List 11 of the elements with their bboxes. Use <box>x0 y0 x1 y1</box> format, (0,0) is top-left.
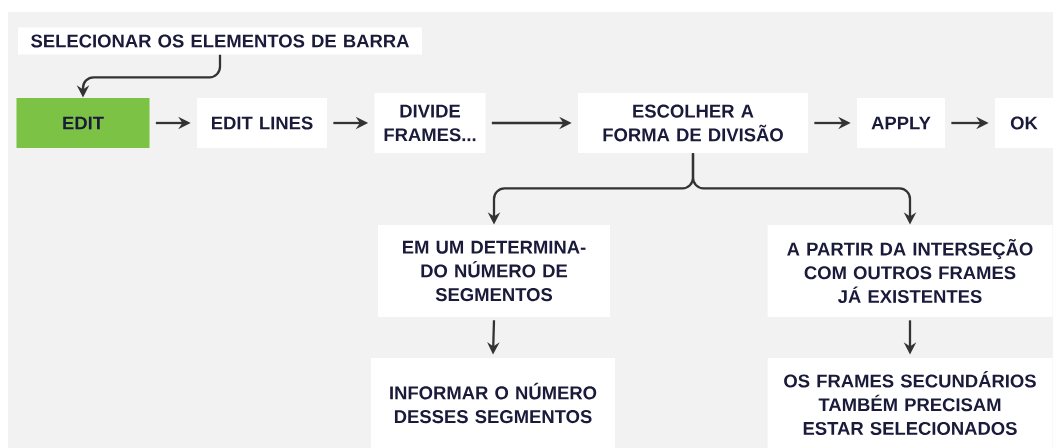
process-box: APPLY <box>857 98 945 148</box>
process-box: EDIT <box>16 98 150 148</box>
process-box: A PARTIR DA INTERSEÇÃO COM OUTROS FRAMES JÁ EXISTENTES <box>767 225 1053 317</box>
process-box: OS FRAMES SECUNDÁRIOS TAMBÉM PRECISAM ESTAR SELECIONADOS <box>767 358 1053 448</box>
process-box: EM UM DETERMINA- DO NÚMERO DE SEGMENTOS <box>378 225 610 317</box>
process-box: EDIT LINES <box>197 98 327 148</box>
title-box: SELECIONAR OS ELEMENTOS DE BARRA <box>18 27 422 55</box>
process-box: DIVIDE FRAMES... <box>374 93 486 153</box>
process-box: OK <box>995 98 1053 148</box>
process-box: INFORMAR O NÚMERO DESSES SEGMENTOS <box>371 358 615 448</box>
process-box: ESCOLHER A FORMA DE DIVISÃO <box>578 93 808 153</box>
